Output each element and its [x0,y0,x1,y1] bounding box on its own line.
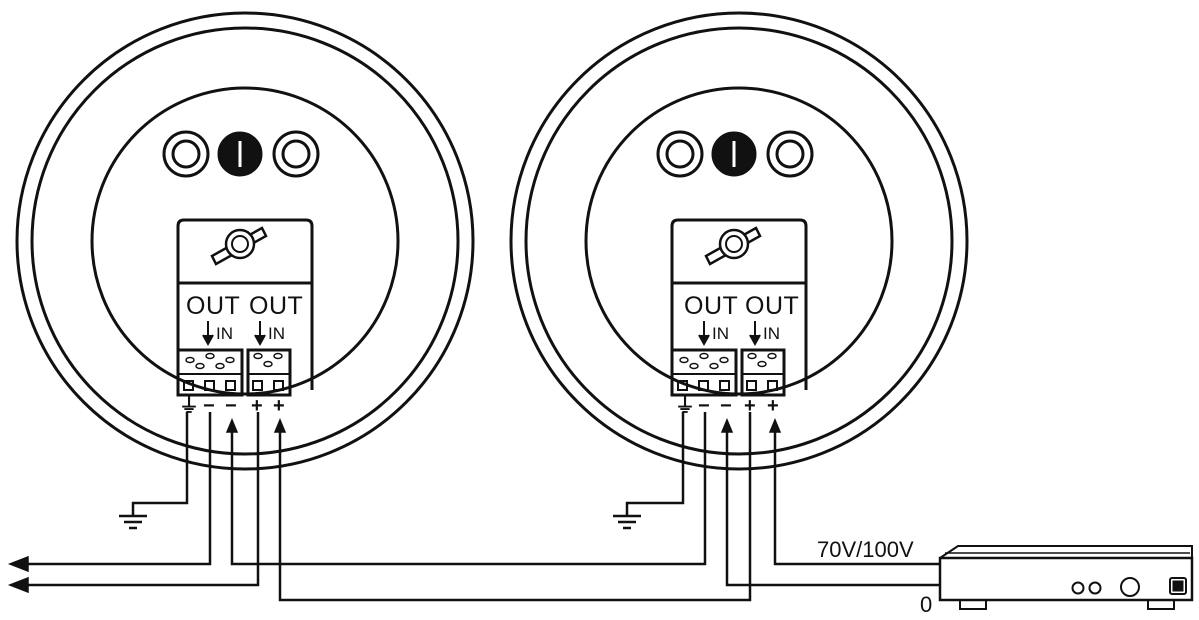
speaker-1-inner-ring [30,26,460,456]
speaker-2-inner-ring [524,26,954,456]
amplifier-icon [938,545,1194,610]
input-arrowheads [225,418,782,433]
speaker-2-plus-out-symbol: + [744,395,756,417]
ground-icon [613,514,641,530]
speaker-1-minus-in-wire [230,412,707,566]
arrow-up-icon [720,418,734,433]
amplifier-knob-small-2-icon [1088,581,1102,595]
speaker-1-in-label-1: IN [216,324,233,343]
speaker-2-plus-in-wire [773,428,940,566]
speaker-2-knob-left-inner [665,139,695,169]
speaker-2-plus-in-symbol: + [767,395,779,417]
speaker-1-knob-left-inner [171,139,201,169]
amplifier-foot-left [959,599,987,610]
amplifier-body [938,556,1194,602]
speaker-2-transformer-tap-icon [704,226,762,266]
outgoing-arrows [7,555,29,594]
speaker-2-terminal-plate [670,218,808,390]
speaker-2-knob-left-icon [656,130,704,178]
amplifier-knob-small-1-icon [1071,581,1085,595]
speaker-2-out-label-2: OUT [745,292,800,320]
speaker-1-knob-left-icon [162,130,210,178]
speaker-1-terminal-block-right [246,348,292,397]
speaker-1-plus-out-wire [20,412,260,587]
speaker-1-terminal-plate [176,218,314,390]
speaker-1-transformer-tap-icon [210,226,268,266]
speaker-1-plus-out-symbol: + [251,395,263,417]
wiring [20,412,940,602]
speaker-1-knob-right-inner [281,139,311,169]
amplifier-power-button-icon [1169,577,1187,595]
speaker-1-outer-ring [15,11,475,471]
speaker-2-out-label-1: OUT [684,292,739,320]
amplifier-zero-label: 0 [920,592,933,617]
speaker-1-in-arrow-icon [202,321,266,347]
speaker-2-in-label-1: IN [712,324,729,343]
speaker-2-knob-right-inner [775,139,805,169]
ground-icon [119,514,147,530]
speaker-1-plus-in-wire [278,412,752,602]
speaker-2-minus-in-wire [725,428,940,587]
amplifier-foot-right [1147,599,1175,610]
speaker-2-baffle [584,86,894,396]
speaker-2 [509,11,969,471]
amplifier-voltage-label: 70V/100V [817,537,914,562]
amplifier-knob-large-icon [1120,577,1140,597]
speaker-2-terminal-block-right [740,348,786,397]
amplifier-power-button-inner [1172,580,1184,592]
speaker-1-out-label-2: OUT [249,292,304,320]
arrow-up-icon [273,418,287,433]
speaker-2-ground-wire [625,412,685,515]
arrow-up-icon [768,418,782,433]
arrow-left-icon [7,576,29,594]
speaker-1-ground-symbol: ⏚ [179,395,199,417]
arrow-up-icon [225,418,239,433]
speaker-2-ground-symbol: ⏚ [675,395,695,417]
speaker-2-terminal-block-left [670,348,738,397]
speaker-1-plus-in-symbol: + [273,395,285,417]
speaker-1-terminal-block-left [176,348,244,397]
amplifier-top [939,545,1193,559]
speaker-2-in-label-2: IN [763,324,780,343]
speaker-1-minus-out-wire [20,412,212,566]
speaker-1-knob-right-icon [272,130,320,178]
speaker-1-minus-out-symbol: − [203,395,215,417]
speaker-1-baffle [90,86,400,396]
speaker-1-out-label-1: OUT [186,292,241,320]
speaker-1-in-label-2: IN [268,324,285,343]
speaker-2-minus-in-symbol: − [720,395,732,417]
speaker-2-knob-right-icon [766,130,814,178]
speaker-2-in-arrow-icon [698,321,761,347]
speaker-2-outer-ring [509,11,969,471]
arrow-left-icon [7,555,29,573]
speaker-1 [15,11,475,471]
speaker-1-minus-in-symbol: − [225,395,237,417]
speaker-1-ground-wire [131,412,189,515]
speaker-2-minus-out-symbol: − [698,395,710,417]
